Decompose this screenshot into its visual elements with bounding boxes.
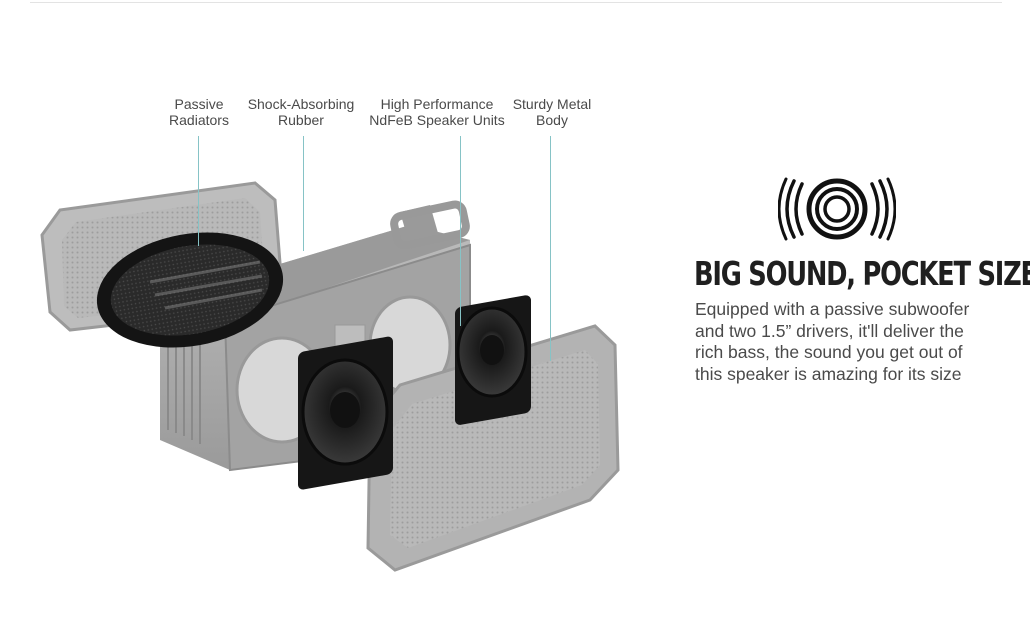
speaker-driver-lower [298, 336, 393, 490]
feature-description-line: and two 1.5” drivers, it'll deliver the [695, 320, 964, 341]
callout-line-2: Rubber [278, 112, 324, 128]
front-grille-plate [366, 324, 620, 572]
callout-speaker-units: High Performance NdFeB Speaker Units [366, 96, 508, 128]
leader-line-passive-radiators [198, 136, 199, 246]
callout-passive-radiators: Passive Radiators [166, 96, 232, 128]
feature-description: Equipped with a passive subwoofer and tw… [695, 299, 1015, 385]
feature-description-line: Equipped with a passive subwoofer [695, 299, 970, 319]
callout-metal-body: Sturdy Metal Body [510, 96, 594, 128]
callout-line-2: NdFeB Speaker Units [369, 112, 505, 128]
feature-description-line: this speaker is amazing for its size [695, 363, 962, 384]
feature-description-line: rich bass, the sound you get out of [695, 342, 963, 362]
callout-line-1: Passive [174, 96, 224, 112]
leader-line-metal-body [550, 136, 551, 361]
callout-shock-absorbing-rubber: Shock-Absorbing Rubber [245, 96, 357, 128]
callout-line-2: Body [536, 112, 568, 128]
callout-line-1: High Performance [380, 96, 494, 112]
callout-line-1: Sturdy Metal [512, 96, 592, 112]
top-divider [30, 2, 1002, 3]
sound-waves-icon [778, 177, 896, 241]
feature-headline: BIG SOUND, POCKET SIZE [694, 254, 1030, 293]
callout-line-2: Radiators [169, 112, 229, 128]
callout-line-1: Shock-Absorbing [247, 96, 355, 112]
leader-line-speaker-units [460, 136, 461, 326]
leader-line-shock-absorbing-rubber [303, 136, 304, 251]
speaker-driver-upper [455, 295, 531, 425]
passive-radiator [96, 232, 284, 348]
